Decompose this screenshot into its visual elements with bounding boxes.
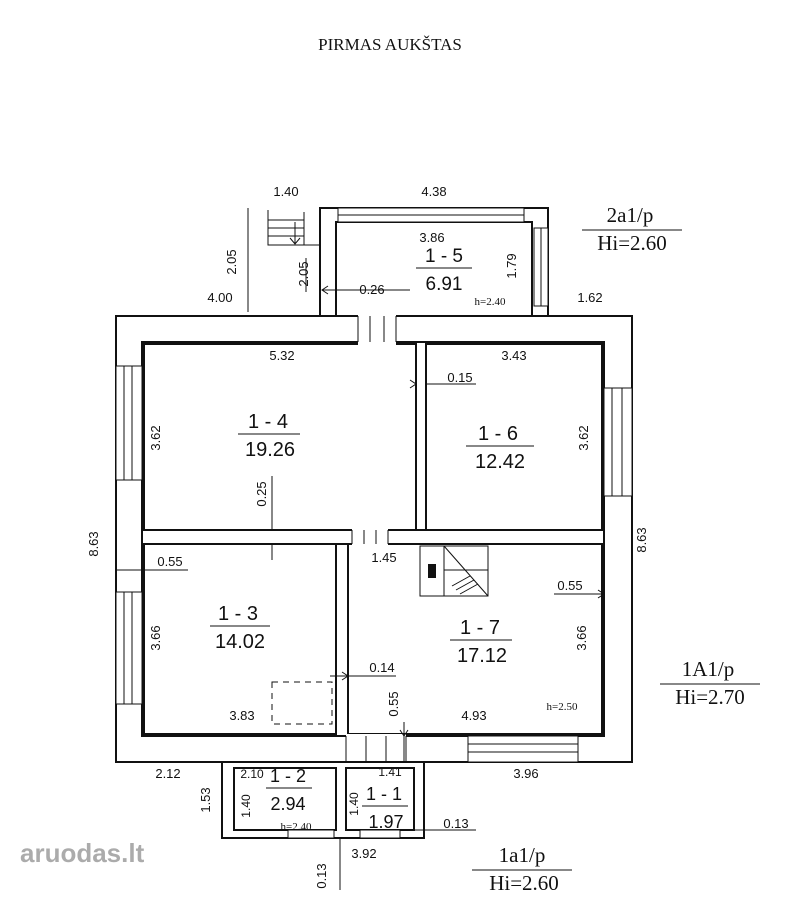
watermark: aruodas.lt	[20, 838, 145, 868]
level-height: Hi=2.60	[597, 231, 667, 255]
room-1-7	[347, 543, 603, 735]
level-label-right: 1A1/p Hi=2.70	[660, 657, 760, 709]
dim: 4.00	[207, 290, 232, 305]
dim: 5.32	[269, 348, 294, 363]
room-label-1-1: 1 - 1 1.97	[362, 784, 408, 832]
vestibule-walls	[221, 761, 425, 839]
dim: 0.13	[314, 863, 329, 888]
room-id: 1 - 1	[366, 784, 402, 804]
room-area: 1.97	[368, 812, 403, 832]
dim: 0.15	[447, 370, 472, 385]
dim: 0.55	[557, 578, 582, 593]
dim: 0.14	[369, 660, 394, 675]
dim: 2.10	[240, 767, 264, 781]
dim: 8.63	[86, 531, 101, 556]
dim: 1.41	[378, 765, 402, 779]
dim: 1.53	[198, 787, 213, 812]
dim: 2.12	[155, 766, 180, 781]
dim: 3.96	[513, 766, 538, 781]
dim: 1.40	[273, 184, 298, 199]
room-label-1-5: 1 - 5 6.91 h=2.40	[416, 246, 506, 308]
room-area: 14.02	[215, 631, 265, 653]
watermark-text: aruodas.lt	[20, 838, 145, 868]
dim: 4.93	[461, 708, 486, 723]
room-area: 19.26	[245, 439, 295, 461]
room-area: 17.12	[457, 645, 507, 667]
staircase	[247, 208, 320, 312]
dimension-labels: 1.40 4.38 3.86 2.05 2.05 1.79 0.26 4.00 …	[86, 184, 649, 889]
room-area: 6.91	[426, 274, 463, 295]
room-area: 2.94	[270, 794, 305, 814]
room-height: h=2.40	[475, 296, 506, 308]
dim: 0.55	[386, 691, 401, 716]
dimension-lines	[116, 258, 605, 890]
dim: 1.62	[577, 290, 602, 305]
room-label-1-7: 1 - 7 17.12 h=2.50	[450, 617, 578, 713]
dim: 3.86	[419, 230, 444, 245]
dim: 3.66	[574, 625, 589, 650]
level-code: 1a1/p	[499, 843, 546, 867]
room-id: 1 - 3	[218, 603, 258, 625]
dim: 0.13	[443, 816, 468, 831]
room-1-3	[143, 543, 337, 735]
level-label-top-right: 2a1/p Hi=2.60	[582, 203, 682, 255]
windows	[115, 365, 633, 763]
plan-title: PIRMAS AUKŠTAS	[318, 35, 462, 54]
room-label-1-2: 1 - 2 2.94 h=2.40	[266, 766, 312, 833]
room-1-5-walls	[319, 207, 549, 317]
level-label-bottom: 1a1/p Hi=2.60	[472, 843, 572, 895]
dim: 2.05	[296, 261, 311, 286]
dim: 0.26	[359, 282, 384, 297]
dim: 3.62	[576, 425, 591, 450]
dim: 1.40	[239, 794, 253, 818]
dim: 2.05	[224, 249, 239, 274]
room-label-1-3: 1 - 3 14.02	[210, 603, 270, 653]
dim: 3.62	[148, 425, 163, 450]
room-id: 1 - 2	[270, 766, 306, 786]
room-id: 1 - 6	[478, 423, 518, 445]
dim: 8.63	[634, 527, 649, 552]
room-area: 12.42	[475, 451, 525, 473]
room-id: 1 - 4	[248, 411, 288, 433]
dim: 4.38	[421, 184, 446, 199]
dim: 1.79	[504, 253, 519, 278]
room-1-4	[143, 343, 417, 531]
room-label-1-6: 1 - 6 12.42	[466, 423, 534, 473]
room-label-1-4: 1 - 4 19.26	[238, 411, 300, 461]
room-id: 1 - 5	[425, 246, 463, 267]
stove-symbol	[419, 545, 489, 597]
level-height: Hi=2.70	[675, 685, 745, 709]
dim: 3.66	[148, 625, 163, 650]
dim: 3.92	[351, 846, 376, 861]
room-id: 1 - 7	[460, 617, 500, 639]
dim: 0.25	[254, 481, 269, 506]
openings	[345, 314, 407, 764]
room-height: h=2.40	[281, 821, 312, 833]
level-code: 2a1/p	[607, 203, 654, 227]
dim: 3.83	[229, 708, 254, 723]
room-1-6	[425, 343, 603, 531]
room-height: h=2.50	[547, 701, 578, 713]
level-code: 1A1/p	[682, 657, 735, 681]
level-height: Hi=2.60	[489, 871, 559, 895]
dim: 1.40	[347, 792, 361, 816]
dashed-fixture	[271, 681, 333, 725]
dim: 3.43	[501, 348, 526, 363]
dim: 0.55	[157, 554, 182, 569]
dim: 1.45	[371, 550, 396, 565]
